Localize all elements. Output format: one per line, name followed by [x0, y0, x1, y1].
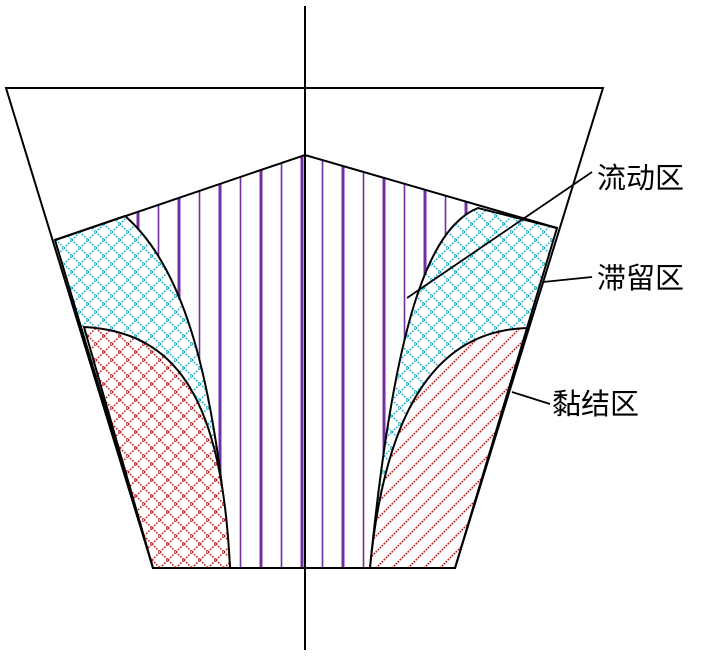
silo-outline — [4, 87, 605, 569]
stagnant-zone-label: 滞留区 — [597, 261, 684, 295]
leader-line-sticky-zone — [511, 391, 551, 405]
leader-line-flow-zone — [406, 171, 593, 299]
sticky-zone-left — [82, 325, 232, 569]
flow-zone-label: 流动区 — [597, 161, 684, 195]
sticky-zone-right — [368, 326, 529, 569]
sticky-zone-label: 黏结区 — [552, 387, 639, 421]
leader-line-stagnant-zone — [542, 276, 593, 283]
